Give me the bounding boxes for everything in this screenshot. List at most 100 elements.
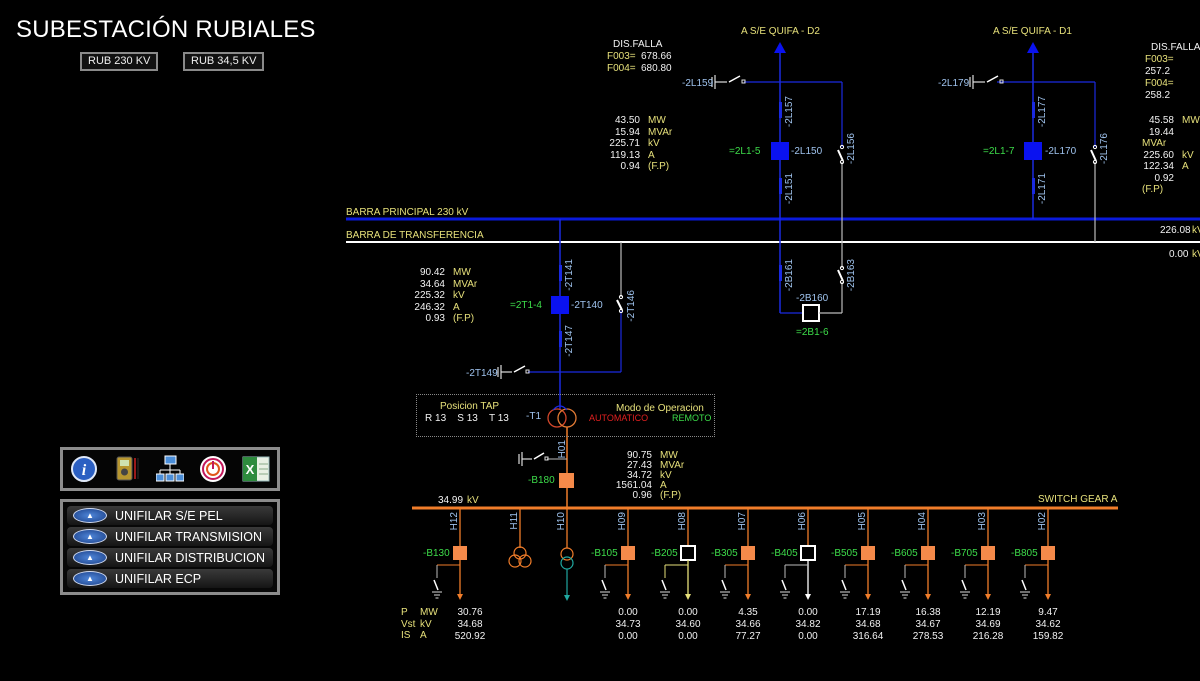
feeder-breaker-label: -B105: [591, 548, 618, 559]
info-icon[interactable]: i: [70, 455, 98, 483]
feeder-value-p: 0.00: [678, 607, 698, 618]
measurement-value: 43.50: [614, 115, 640, 126]
bay-label: =2L1-7: [983, 146, 1015, 157]
feeder-id-label: H04: [917, 512, 928, 531]
feeder-value-i: 159.82: [1032, 631, 1064, 642]
measurement-row: 19.44MVAr: [1134, 127, 1200, 150]
feeder-breaker[interactable]: [800, 545, 816, 561]
measurement-value: 0.93: [425, 313, 445, 324]
earth-switch-blade: [721, 579, 727, 591]
fault-value: 680.80: [641, 63, 672, 74]
feeder-breaker-label: -B605: [891, 548, 918, 559]
earth-switch-blade: [961, 579, 967, 591]
measurement-unit: (F.P): [648, 161, 670, 172]
earth-switch-blade: [601, 579, 607, 591]
menu-item-unifilar-se-pel[interactable]: ▲UNIFILAR S/E PEL: [67, 506, 273, 525]
tower-icon: ▲: [73, 571, 107, 586]
switchgear-voltage-unit: kV: [467, 495, 479, 506]
rub-230kv-button[interactable]: RUB 230 KV: [80, 52, 159, 71]
mode-automatic[interactable]: AUTOMATICO: [589, 413, 649, 423]
feeder-breaker[interactable]: [861, 546, 875, 560]
measurement-value: 246.32: [414, 301, 445, 313]
tap-value: 13: [435, 413, 447, 424]
svg-text:i: i: [82, 462, 87, 479]
earth-switch-label: -2L179: [938, 78, 970, 89]
legend-key: P: [401, 607, 408, 618]
earth-switch-blade: [433, 579, 439, 591]
earth-switch-label: -2L159: [682, 78, 714, 89]
rub-34-5kv-button[interactable]: RUB 34,5 KV: [183, 52, 265, 71]
measurement-unit: A: [1182, 161, 1189, 172]
feeder-breaker[interactable]: [921, 546, 935, 560]
tap-phase: T: [488, 413, 495, 424]
feeder-breaker[interactable]: [621, 546, 635, 560]
unifilar-menu: ▲UNIFILAR S/E PEL ▲UNIFILAR TRANSMISION …: [60, 499, 280, 595]
breaker-2b160: [802, 304, 820, 322]
feeder-breaker-label: -B505: [831, 548, 858, 559]
tower-icon: ▲: [73, 550, 107, 565]
measurement-value: 90.42: [419, 267, 445, 278]
breaker-2l170: [1024, 142, 1042, 160]
aux-transformer-primary-icon: [560, 547, 574, 561]
disconnector-label: -2B161: [784, 259, 795, 292]
excel-icon[interactable]: X: [242, 455, 270, 483]
tap-position-values: R 13 S 13 T 13: [425, 413, 509, 424]
feeder-breaker[interactable]: [680, 545, 696, 561]
feeder-breaker[interactable]: [453, 546, 467, 560]
disconnector-label: -2L156: [846, 133, 857, 165]
measurement-value: 0.96: [632, 490, 652, 501]
main-bus-voltage-unit: kV: [1192, 225, 1200, 236]
measurement-value: 122.34: [1143, 161, 1174, 172]
network-icon[interactable]: [155, 455, 184, 483]
measurement-value: 34.64: [419, 278, 445, 290]
breaker-label: -2L170: [1045, 146, 1077, 157]
line-d2-destination[interactable]: A S/E QUIFA - D2: [741, 26, 820, 37]
measurement-value: 225.60: [1143, 149, 1174, 161]
menu-item-unifilar-transmision[interactable]: ▲UNIFILAR TRANSMISION: [67, 527, 273, 546]
measurement-unit: (F.P): [660, 490, 682, 501]
menu-item-unifilar-distribucion[interactable]: ▲UNIFILAR DISTRIBUCION: [67, 548, 273, 567]
measurement-value: 34.72: [626, 470, 652, 481]
measurement-value: 225.71: [609, 138, 640, 149]
arrow-down-icon: [865, 594, 871, 600]
measurement-unit: (F.P): [1142, 184, 1164, 195]
feeder-breaker[interactable]: [1041, 546, 1055, 560]
multimeter-icon[interactable]: [113, 455, 141, 483]
feeder-value-p: 16.38: [915, 607, 941, 618]
earth-switch-blade: [1021, 579, 1027, 591]
disconnector-2l176-blade: [1090, 149, 1097, 162]
feeder-value-v: 34.68: [457, 619, 483, 630]
power-icon[interactable]: [199, 455, 227, 483]
feeder-value-i: 216.28: [972, 631, 1004, 642]
grounding-transformer-icon: [513, 546, 527, 560]
measurement-value: 90.75: [626, 450, 652, 461]
measurement-row: 0.93(F.P): [405, 313, 477, 325]
page-title: SUBESTACIÓN RUBIALES: [16, 16, 316, 43]
menu-item-label: UNIFILAR S/E PEL: [115, 508, 223, 523]
transfer-bus-label: BARRA DE TRANSFERENCIA: [346, 230, 484, 241]
feeder-breaker[interactable]: [741, 546, 755, 560]
line-d2-fault-panel: DIS.FALLA F003=678.66 F004=680.80: [607, 39, 672, 75]
feeder-breaker[interactable]: [981, 546, 995, 560]
measurement-unit: MVAr: [453, 278, 478, 290]
measurement-row: 0.94(F.P): [600, 161, 672, 173]
line-d1-destination[interactable]: A S/E QUIFA - D1: [993, 26, 1072, 37]
fault-key: F004=: [607, 63, 636, 74]
arrow-down-icon: [625, 594, 631, 600]
feeder-value-v: 34.60: [675, 619, 701, 630]
breaker-2l150: [771, 142, 789, 160]
tools-toolbar: i X: [60, 447, 280, 491]
main-bus-voltage: 226.08: [1160, 225, 1191, 236]
breaker-label: -B180: [528, 475, 555, 486]
measurement-unit: MW: [648, 115, 666, 126]
mode-remote[interactable]: REMOTO: [672, 413, 712, 423]
menu-item-unifilar-ecp[interactable]: ▲UNIFILAR ECP: [67, 569, 273, 588]
